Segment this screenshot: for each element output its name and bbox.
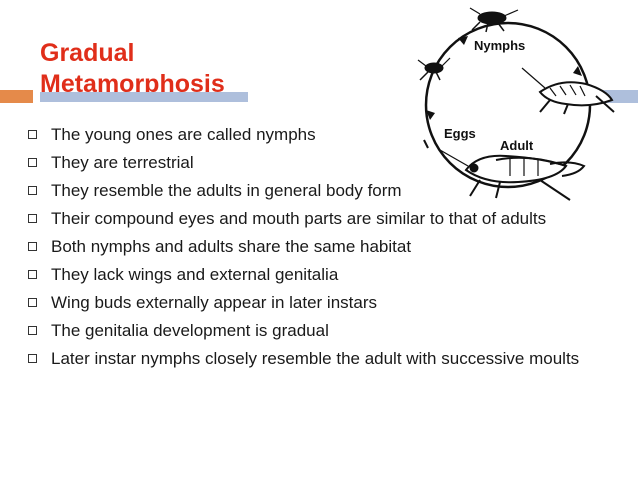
cycle-arrow-icon xyxy=(458,36,468,45)
hollow-square-bullet-icon xyxy=(28,270,37,279)
bullet-text: The genitalia development is gradual xyxy=(51,321,329,340)
bullet-item: The young ones are called nymphs xyxy=(28,124,608,146)
label-nymphs: Nymphs xyxy=(474,38,526,53)
egg-mark-icon xyxy=(423,139,429,149)
small-nymph-left-icon xyxy=(417,57,451,81)
bullet-item: Their compound eyes and mouth parts are … xyxy=(28,208,608,230)
bullet-list: The young ones are called nymphs They ar… xyxy=(28,124,608,376)
bullet-item: They resemble the adults in general body… xyxy=(28,180,608,202)
hollow-square-bullet-icon xyxy=(28,354,37,363)
label-eggs: Eggs xyxy=(444,126,476,141)
accent-bar-orange xyxy=(0,90,33,103)
bullet-item: Later instar nymphs closely resemble the… xyxy=(28,348,608,370)
lifecycle-diagram: Nymphs Eggs Adult xyxy=(400,0,638,205)
slide-title: Gradual Metamorphosis xyxy=(40,38,225,100)
bullet-item: Wing buds externally appear in later ins… xyxy=(28,292,608,314)
cycle-arrow-icon xyxy=(426,110,435,120)
large-nymph-icon xyxy=(521,67,615,115)
bullet-text: Later instar nymphs closely resemble the… xyxy=(51,349,580,368)
adult-cricket-icon xyxy=(439,149,586,201)
bullet-item: Both nymphs and adults share the same ha… xyxy=(28,236,608,258)
lifecycle-illustration xyxy=(417,7,615,201)
bullet-item: They are terrestrial xyxy=(28,152,608,174)
bullet-item: The genitalia development is gradual xyxy=(28,320,608,342)
hollow-square-bullet-icon xyxy=(28,242,37,251)
accent-bar-blue-left xyxy=(40,92,248,102)
hollow-square-bullet-icon xyxy=(28,186,37,195)
hollow-square-bullet-icon xyxy=(28,298,37,307)
hollow-square-bullet-icon xyxy=(28,326,37,335)
hollow-square-bullet-icon xyxy=(28,214,37,223)
hollow-square-bullet-icon xyxy=(28,158,37,167)
bullet-text: Their compound eyes and mouth parts are … xyxy=(51,209,547,228)
title-line-1: Gradual xyxy=(40,39,135,67)
bullet-text: Both nymphs and adults share the same ha… xyxy=(51,237,412,256)
bullet-text: Wing buds externally appear in later ins… xyxy=(51,293,377,312)
bullet-text: They lack wings and external genitalia xyxy=(51,265,339,284)
bullet-text: They are terrestrial xyxy=(51,153,194,172)
bullet-text: They resemble the adults in general body… xyxy=(51,181,402,200)
bullet-text: The young ones are called nymphs xyxy=(51,125,316,144)
label-adult: Adult xyxy=(500,138,534,153)
small-nymph-top-icon xyxy=(469,7,519,33)
cycle-arrow-icon xyxy=(573,66,582,76)
bullet-item: They lack wings and external genitalia xyxy=(28,264,608,286)
hollow-square-bullet-icon xyxy=(28,130,37,139)
